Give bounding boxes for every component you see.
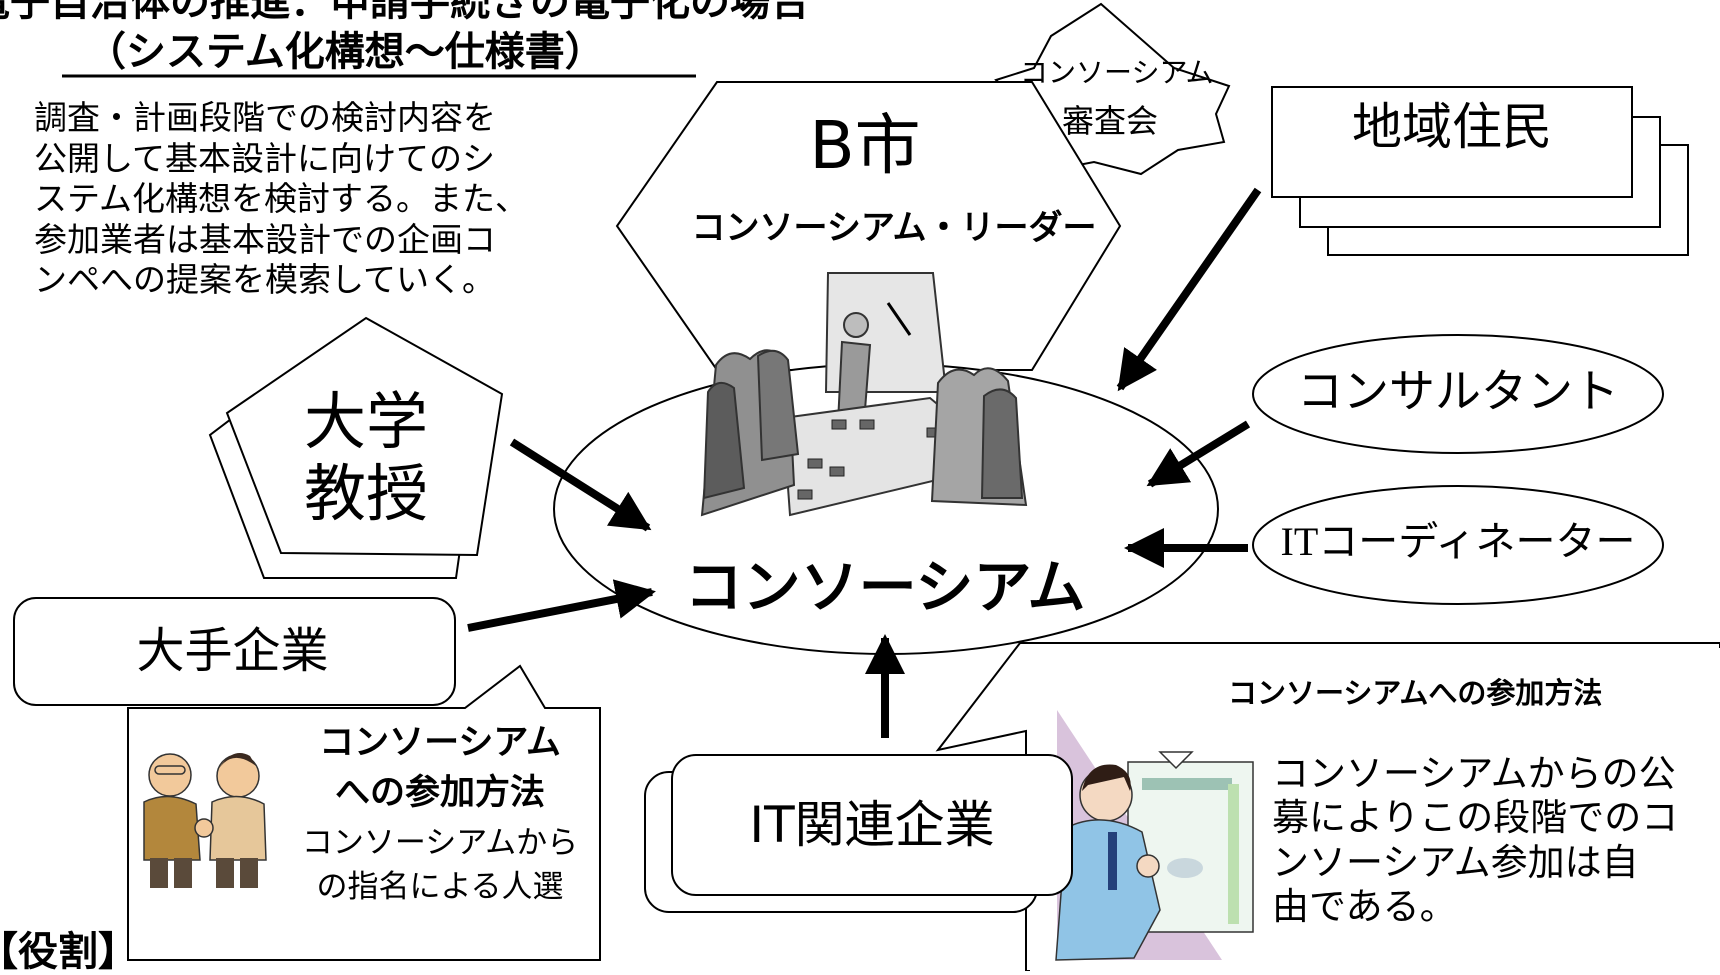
arrow-consultant-to-consortium: [1146, 420, 1251, 488]
b-city-name: B市: [809, 107, 921, 184]
university-line1: 大学: [303, 385, 428, 458]
footer-label: 【役割】: [0, 929, 138, 975]
intro-line: 参加業者は基本設計での企画コ: [34, 219, 496, 259]
callout-body-line: 由である。: [1272, 885, 1457, 929]
large-company-callout-title2: への参加方法: [334, 773, 545, 813]
large-company-box: [13, 597, 456, 706]
callout-body-line: 募によりこの段階でのコ: [1272, 796, 1679, 840]
residents-stack: [1271, 86, 1689, 256]
review-board-line1: コンソーシアム: [1020, 56, 1214, 89]
callout-body-line: コンソーシアムからの公: [1272, 752, 1676, 795]
university-line2: 教授: [303, 457, 428, 530]
large-company-callout-title1: コンソーシアム: [319, 723, 561, 763]
consultant-ellipse: [1252, 334, 1664, 454]
b-city-hexagon: [615, 81, 1122, 371]
review-board-line2: 審査会: [1061, 102, 1158, 140]
it-company-stack: [644, 754, 1073, 913]
intro-line: 調査・計画段階での検討内容を: [34, 98, 496, 137]
it-coordinator-label: ITコーディネーター: [1280, 519, 1636, 564]
large-company-callout-body1: コンソーシアムから: [301, 825, 579, 861]
residents-label: 地域住民: [1352, 98, 1552, 156]
it-company-callout-body: コンソーシアムからの公 募によりこの段階でのコ ンソーシアム参加は自 由である。: [1272, 752, 1678, 930]
presenter-clipart: [1055, 710, 1254, 961]
page-subtitle: （システム化構想～仕様書）: [86, 29, 605, 75]
consultant-label: コンサルタント: [1297, 364, 1619, 418]
consortium-label: コンソーシアム: [684, 553, 1086, 621]
page-title: 電子自治体の推進：申請手続きの電子化の場合: [0, 0, 810, 25]
arrow-residents-to-consortium: [1116, 187, 1262, 392]
intro-paragraph: 調査・計画段階での検討内容を 公開して基本設計に向けてのシ ステム化構想を検討す…: [34, 98, 528, 301]
large-company-callout-body2: の指名による人選: [316, 869, 564, 905]
intro-line: ンペへの提案を模索していく。: [34, 260, 496, 300]
intro-line: 公開して基本設計に向けてのシ: [34, 138, 496, 178]
arrow-university-to-consortium: [509, 438, 652, 532]
meeting-clipart: [700, 272, 1028, 517]
handshake-clipart: [143, 753, 267, 888]
large-company-callout-box: [127, 664, 601, 961]
it-coordinator-ellipse: [1252, 485, 1664, 605]
callout-body-line: ンソーシアム参加は自: [1272, 840, 1639, 884]
arrow-largecompany-to-consortium: [467, 579, 656, 632]
intro-line: ステム化構想を検討する。また、: [34, 179, 529, 219]
university-pentagon: [208, 316, 504, 579]
it-company-callout-title: コンソーシアムへの参加方法: [1228, 676, 1603, 710]
it-company-label: IT関連企業: [749, 796, 995, 854]
large-company-label: 大手企業: [136, 623, 329, 679]
b-city-role: コンソーシアム・リーダー: [691, 208, 1097, 248]
